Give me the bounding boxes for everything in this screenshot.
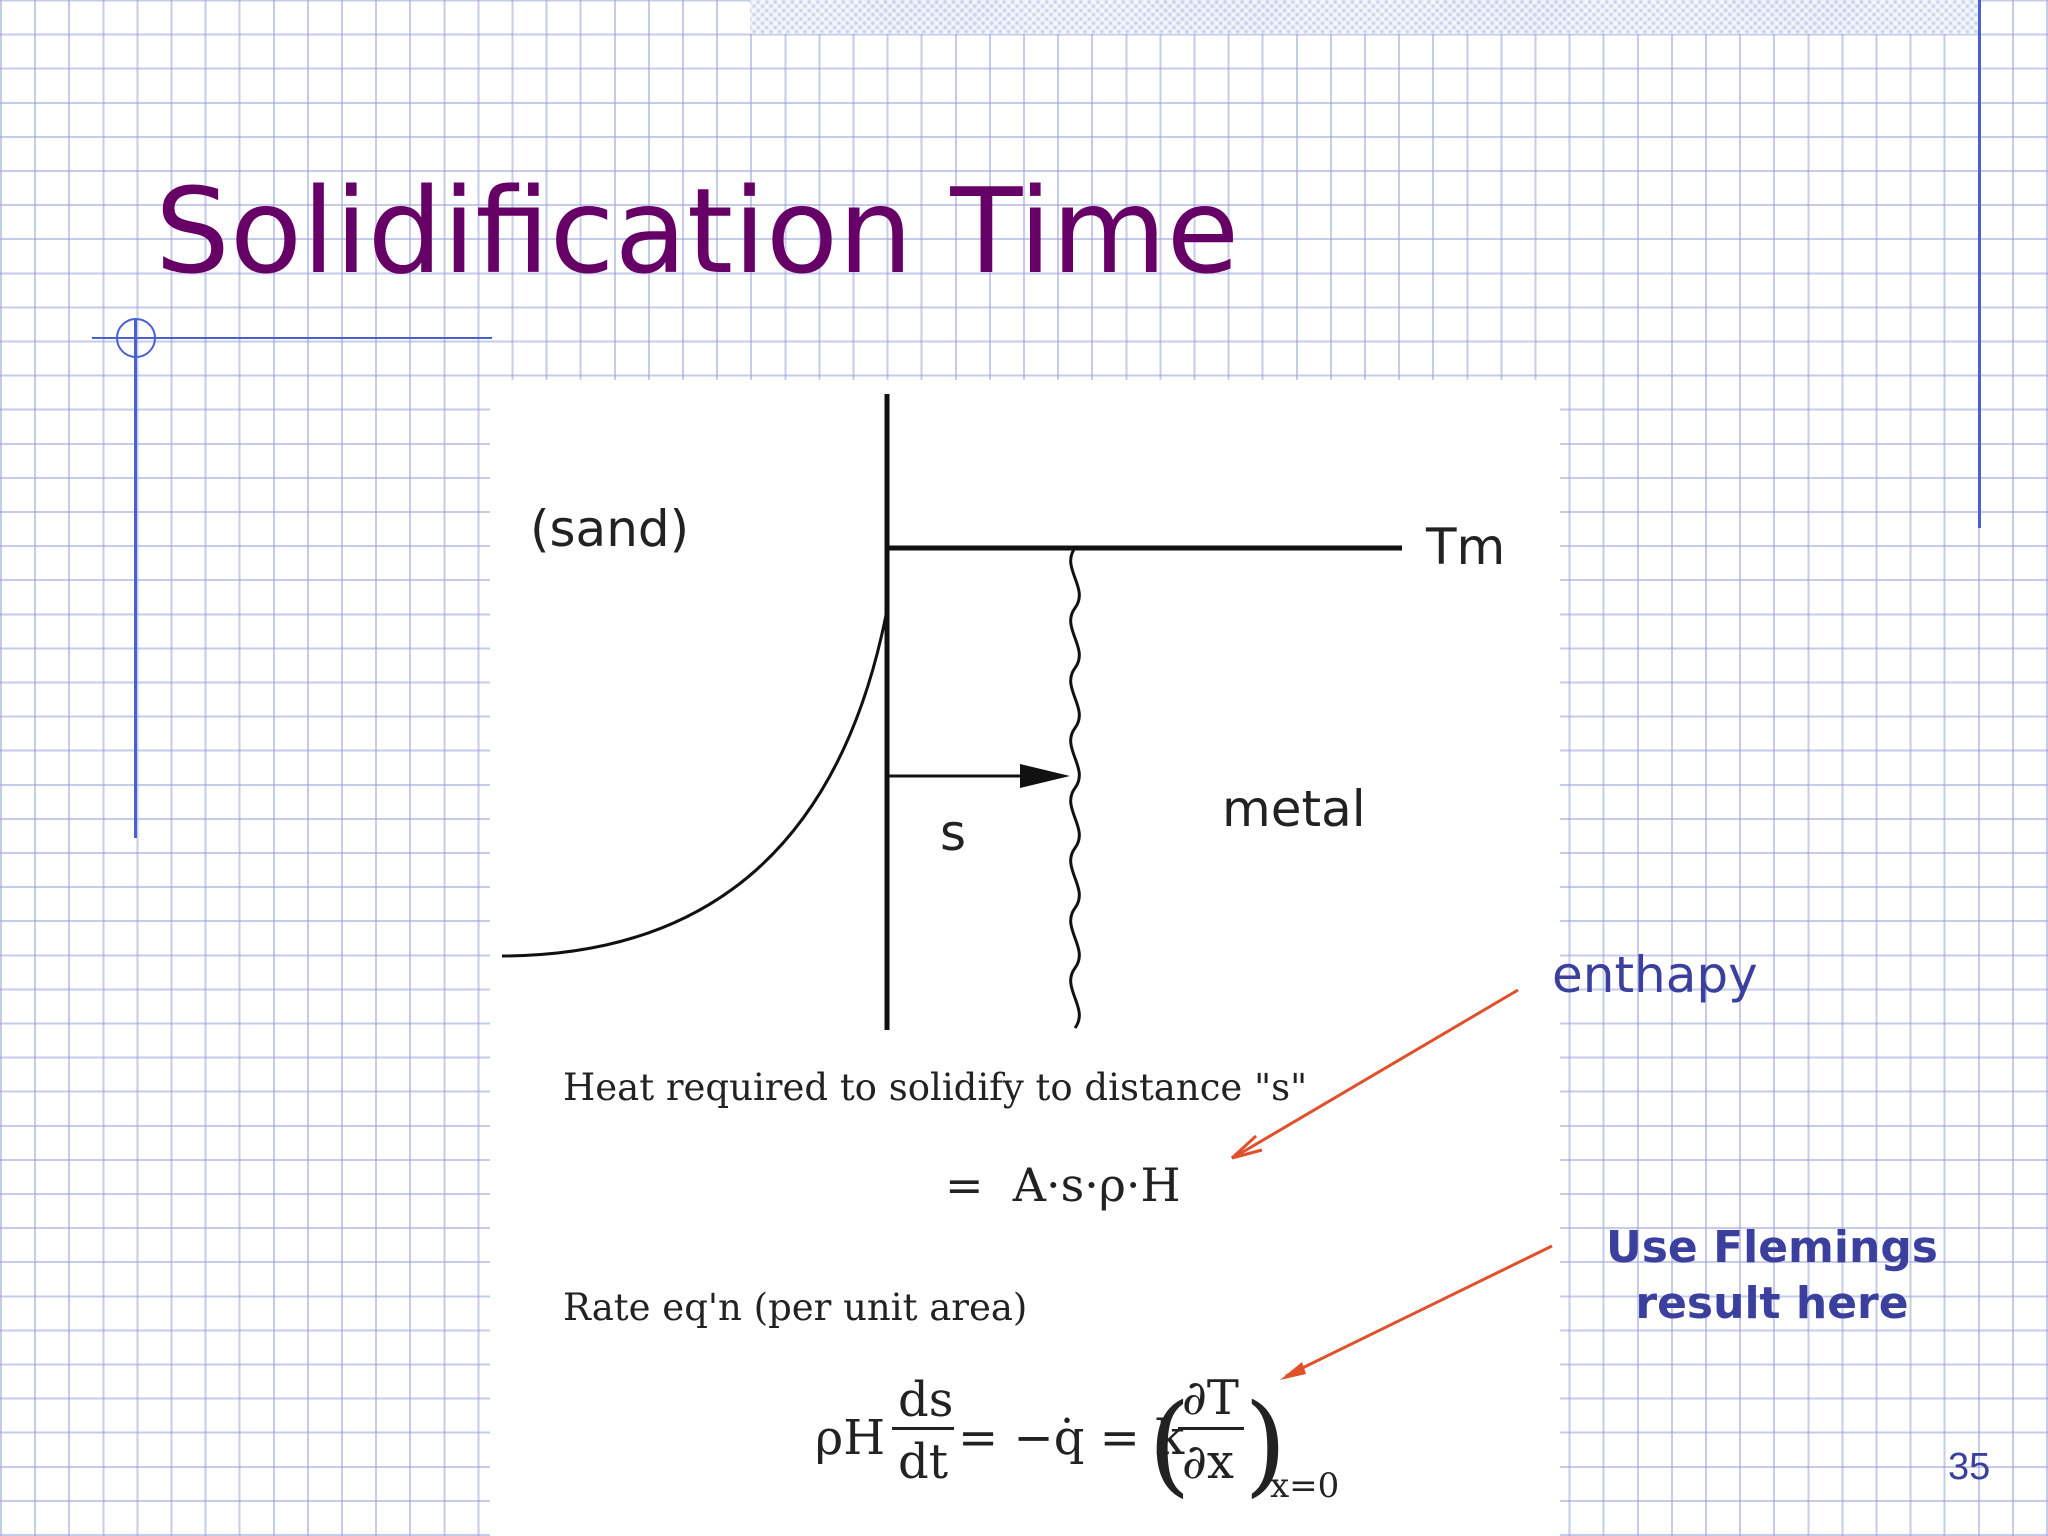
right-vertical-rule <box>1978 0 1981 528</box>
heat-equation: = A·s·ρ·H <box>945 1158 1181 1212</box>
solidification-diagram <box>501 394 1402 1030</box>
metal-label: metal <box>1222 780 1366 838</box>
solidification-front-wavy-line <box>1069 547 1081 1029</box>
right-paren: ) <box>1244 1380 1287 1508</box>
rate-lhs: ρH <box>815 1410 886 1466</box>
rate-fraction-bar <box>892 1427 954 1430</box>
s-label: s <box>940 804 967 862</box>
title-underline <box>92 337 492 339</box>
s-distance-arrowhead <box>1020 764 1070 788</box>
rate-subscript: x=0 <box>1270 1466 1340 1506</box>
tm-label: Tm <box>1426 518 1506 576</box>
top-pattern-band <box>750 0 1980 34</box>
page-number: 35 <box>1948 1446 1991 1488</box>
heat-required-text: Heat required to solidify to distance "s… <box>563 1066 1308 1109</box>
left-vertical-rule <box>134 320 137 838</box>
solidification-figure: (sand) Tm s metal Heat required to solid… <box>490 380 1560 1536</box>
flemings-callout: Use Flemings result here <box>1606 1220 1938 1332</box>
rate-ds: ds <box>898 1372 954 1428</box>
rate-dx: ∂x <box>1182 1434 1234 1490</box>
sand-temperature-curve <box>501 609 889 958</box>
rate-partial-fraction-bar <box>1178 1427 1244 1430</box>
rate-dt: dt <box>898 1434 949 1490</box>
sand-label: (sand) <box>530 500 690 558</box>
left-paren: ( <box>1148 1380 1191 1508</box>
flemings-line1: Use Flemings <box>1606 1222 1938 1273</box>
rate-equation-text: Rate eq'n (per unit area) <box>563 1286 1028 1329</box>
flemings-line2: result here <box>1635 1278 1909 1329</box>
rate-dT: ∂T <box>1182 1370 1239 1426</box>
rate-middle: = −q̇ = k <box>958 1410 1185 1466</box>
slide-title: Solidification Time <box>155 162 1240 300</box>
enthalpy-callout: enthapy <box>1552 946 1758 1004</box>
